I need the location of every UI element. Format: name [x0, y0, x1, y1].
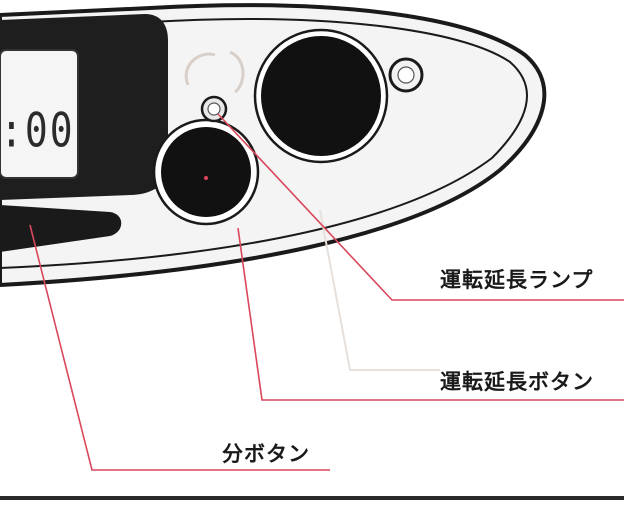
- extension-lamp-inner: [207, 102, 221, 116]
- leader-line-lamp: [217, 113, 624, 301]
- faint-arc-2: [229, 50, 245, 94]
- bottom-rule: [0, 496, 624, 500]
- minute-button[interactable]: [161, 127, 251, 217]
- leader-line-minute: [29, 224, 330, 471]
- label-minute-button: 分ボタン: [222, 442, 310, 466]
- leader-dot-minute: [204, 176, 208, 180]
- panel-inner-outline: [0, 18, 528, 270]
- indicator-inner: [397, 66, 415, 84]
- faint-arc: [184, 52, 216, 86]
- panel-dark-wedge: [0, 205, 122, 252]
- leader-line-extension: [237, 227, 624, 401]
- lcd-window: [0, 49, 79, 179]
- faint-guide-line: [319, 209, 440, 371]
- label-extension-button: 運転延長ボタン: [440, 370, 594, 394]
- label-extension-lamp: 運転延長ランプ: [440, 268, 594, 292]
- extension-button[interactable]: [261, 36, 381, 156]
- lcd-time-readout: :00: [0, 102, 75, 158]
